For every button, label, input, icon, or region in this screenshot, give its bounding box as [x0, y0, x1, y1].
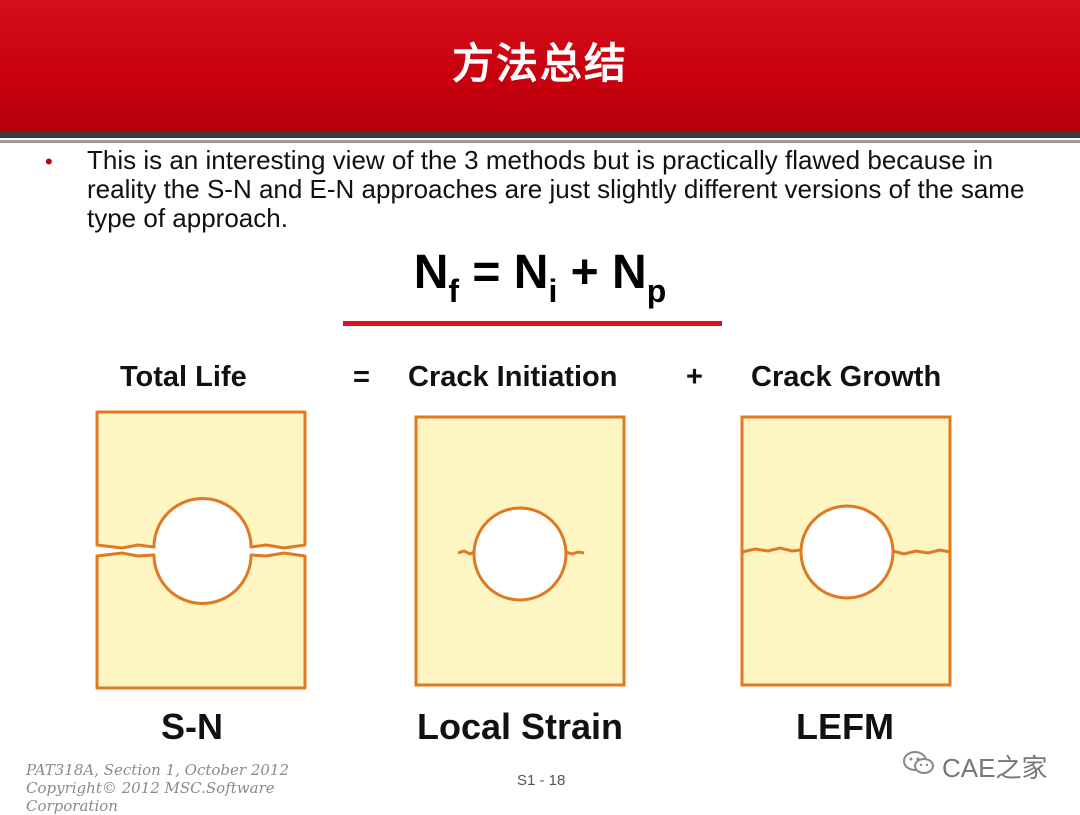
label-equals: = — [353, 361, 370, 393]
title-banner: 方法总结 — [0, 0, 1080, 132]
eq-plus: + — [570, 246, 599, 299]
specimen-sn — [94, 409, 310, 693]
watermark-text: CAE之家 — [942, 753, 1048, 783]
bullet-text: This is an interesting view of the 3 met… — [87, 145, 1025, 233]
footer-credits: PAT318A, Section 1, October 2012 Copyrig… — [26, 761, 326, 815]
specimen-local-strain — [414, 415, 630, 689]
wechat-icon — [902, 749, 936, 784]
eq-ni: N — [513, 246, 549, 299]
method-local-strain: Local Strain — [416, 706, 624, 747]
slide-number: S1 - 18 — [517, 772, 566, 789]
footer-course: PAT318A, Section 1, October 2012 — [26, 761, 289, 779]
watermark: CAE之家 — [902, 748, 1047, 785]
eq-ni-sub: i — [548, 273, 558, 309]
eq-np-sub: p — [646, 273, 667, 309]
eq-equals: = — [472, 246, 501, 299]
eq-np: N — [612, 246, 647, 299]
label-total-life: Total Life — [120, 361, 247, 393]
label-crack-initiation: Crack Initiation — [408, 361, 618, 393]
header-divider-thin — [0, 140, 1080, 143]
header-divider — [0, 132, 1080, 138]
eq-nf: N — [413, 246, 449, 299]
specimen-lefm — [740, 415, 956, 689]
equation-underline — [343, 321, 722, 326]
page-title: 方法总结 — [451, 39, 628, 88]
bullet-marker: • — [45, 149, 53, 174]
eq-nf-sub: f — [448, 273, 460, 309]
life-equation: Nf = Ni + Np — [0, 245, 1080, 310]
label-crack-growth: Crack Growth — [751, 361, 942, 393]
label-plus: + — [686, 361, 703, 393]
method-sn: S-N — [161, 706, 223, 747]
method-lefm: LEFM — [796, 706, 894, 747]
